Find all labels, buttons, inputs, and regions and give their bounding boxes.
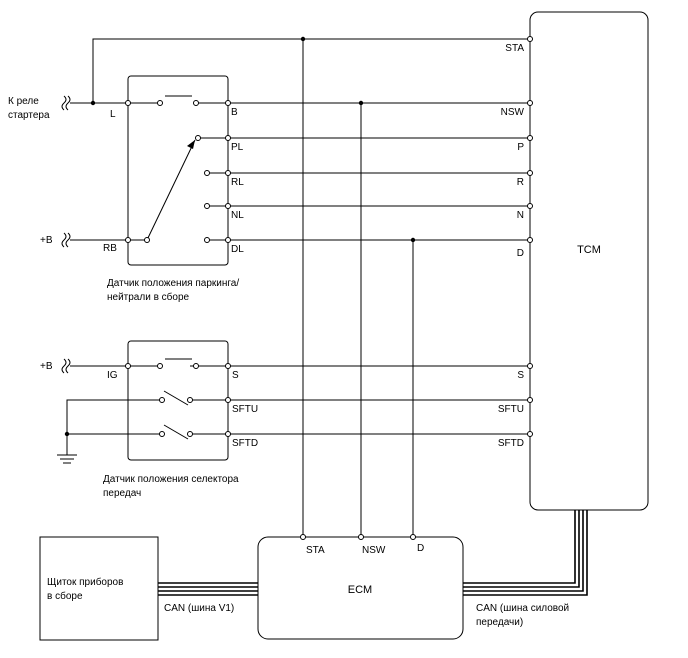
- ecm-terminal: [410, 534, 416, 540]
- plus-b-label: +B: [40, 235, 53, 246]
- shift-selector-caption-2: передач: [103, 488, 141, 499]
- can-bus-powertrain: [463, 510, 588, 596]
- pin-label-b: B: [231, 107, 238, 118]
- terminal: [193, 100, 199, 106]
- terminal: [204, 237, 210, 243]
- tcm-pin-r: R: [517, 177, 524, 188]
- wire-break-symbol: [65, 232, 71, 248]
- terminal: [125, 100, 131, 106]
- terminal: [125, 237, 131, 243]
- terminal: [193, 363, 199, 369]
- can-powertrain-label-2: передачи): [476, 617, 523, 628]
- switch-blade: [163, 390, 189, 406]
- terminal: [157, 363, 163, 369]
- tcm-title: TCM: [577, 244, 601, 256]
- tcm-pin-s: S: [517, 370, 524, 381]
- selector-arm: [146, 139, 196, 241]
- wire-sta: [92, 38, 530, 103]
- junction-dot: [410, 237, 416, 243]
- combination-meter-box: [39, 536, 159, 641]
- tcm-terminal: [527, 397, 533, 403]
- can-v1-label: CAN (шина V1): [164, 603, 234, 614]
- starter-relay-label-1: К реле: [8, 96, 39, 107]
- pin-label-sftd: SFTD: [232, 438, 258, 449]
- starter-relay-label-2: стартера: [8, 110, 50, 121]
- terminal: [187, 397, 193, 403]
- tcm-pin-d: D: [517, 248, 524, 259]
- can-bus-v1: [158, 582, 258, 596]
- ground-icon: [57, 454, 77, 464]
- switch-blade: [163, 424, 189, 440]
- tcm-terminal: [527, 237, 533, 243]
- terminal: [157, 100, 163, 106]
- ecm-title: ECM: [348, 584, 372, 596]
- terminal: [225, 363, 231, 369]
- selector-arrow-icon: [187, 140, 195, 149]
- junction-dot: [358, 100, 364, 106]
- tcm-block: [529, 11, 649, 511]
- terminal: [225, 100, 231, 106]
- can-powertrain-label-1: CAN (шина силовой: [476, 603, 569, 614]
- tcm-pin-sta: STA: [505, 43, 524, 54]
- park-neutral-caption-2: нейтрали в сборе: [107, 291, 190, 303]
- terminal: [195, 135, 201, 141]
- tcm-terminal: [527, 170, 533, 176]
- terminal: [125, 363, 131, 369]
- terminal: [225, 397, 231, 403]
- ecm-pin-nsw: NSW: [362, 545, 386, 556]
- wire-break-symbol: [61, 95, 67, 111]
- cluster-title-2: в сборе: [47, 590, 83, 602]
- park-neutral-caption-1: Датчик положения паркинга/: [107, 278, 239, 289]
- junction-dot: [90, 100, 96, 106]
- ecm-terminal: [300, 534, 306, 540]
- pin-label-l: L: [110, 109, 116, 120]
- tcm-terminal: [527, 135, 533, 141]
- junction-dot: [64, 431, 70, 437]
- terminal: [225, 135, 231, 141]
- terminal: [159, 431, 165, 437]
- cluster-title-1: Щиток приборов: [47, 576, 123, 588]
- tcm-terminal: [527, 431, 533, 437]
- ecm-pin-d: D: [417, 543, 424, 554]
- pin-label-rb: RB: [103, 243, 117, 254]
- wire-break-symbol: [61, 232, 67, 248]
- terminal: [225, 170, 231, 176]
- pin-label-sftu: SFTU: [232, 404, 258, 415]
- pin-label-rl: RL: [231, 177, 244, 188]
- pin-label-ig: IG: [107, 370, 118, 381]
- park-neutral-switch-box: [127, 75, 229, 266]
- wire-break-symbol: [65, 95, 71, 111]
- wire-ground-sftu: [66, 399, 162, 455]
- tcm-terminal: [527, 100, 533, 106]
- terminal: [225, 431, 231, 437]
- tcm-pin-nsw: NSW: [501, 107, 525, 118]
- tcm-pin-sftu: SFTU: [498, 404, 524, 415]
- terminal: [204, 170, 210, 176]
- terminal: [144, 237, 150, 243]
- terminal: [225, 203, 231, 209]
- ecm-terminal: [358, 534, 364, 540]
- wire-break-symbol: [65, 358, 71, 374]
- wire-break-symbol: [61, 358, 67, 374]
- ecm-pin-sta: STA: [306, 545, 325, 556]
- tcm-terminal: [527, 203, 533, 209]
- junction-dot: [300, 36, 306, 42]
- terminal: [204, 203, 210, 209]
- terminal: [225, 237, 231, 243]
- pin-label-nl: NL: [231, 210, 244, 221]
- tcm-pin-sftd: SFTD: [498, 438, 524, 449]
- tcm-pin-n: N: [517, 210, 524, 221]
- tcm-terminal: [527, 36, 533, 42]
- pin-label-pl: PL: [231, 142, 244, 153]
- terminal: [159, 397, 165, 403]
- shift-selector-caption-1: Датчик положения селектора: [103, 474, 239, 485]
- terminal: [187, 431, 193, 437]
- tcm-terminal: [527, 363, 533, 369]
- plus-b-label: +B: [40, 361, 53, 372]
- pin-label-s: S: [232, 370, 239, 381]
- pin-label-dl: DL: [231, 244, 244, 255]
- tcm-pin-p: P: [517, 142, 524, 153]
